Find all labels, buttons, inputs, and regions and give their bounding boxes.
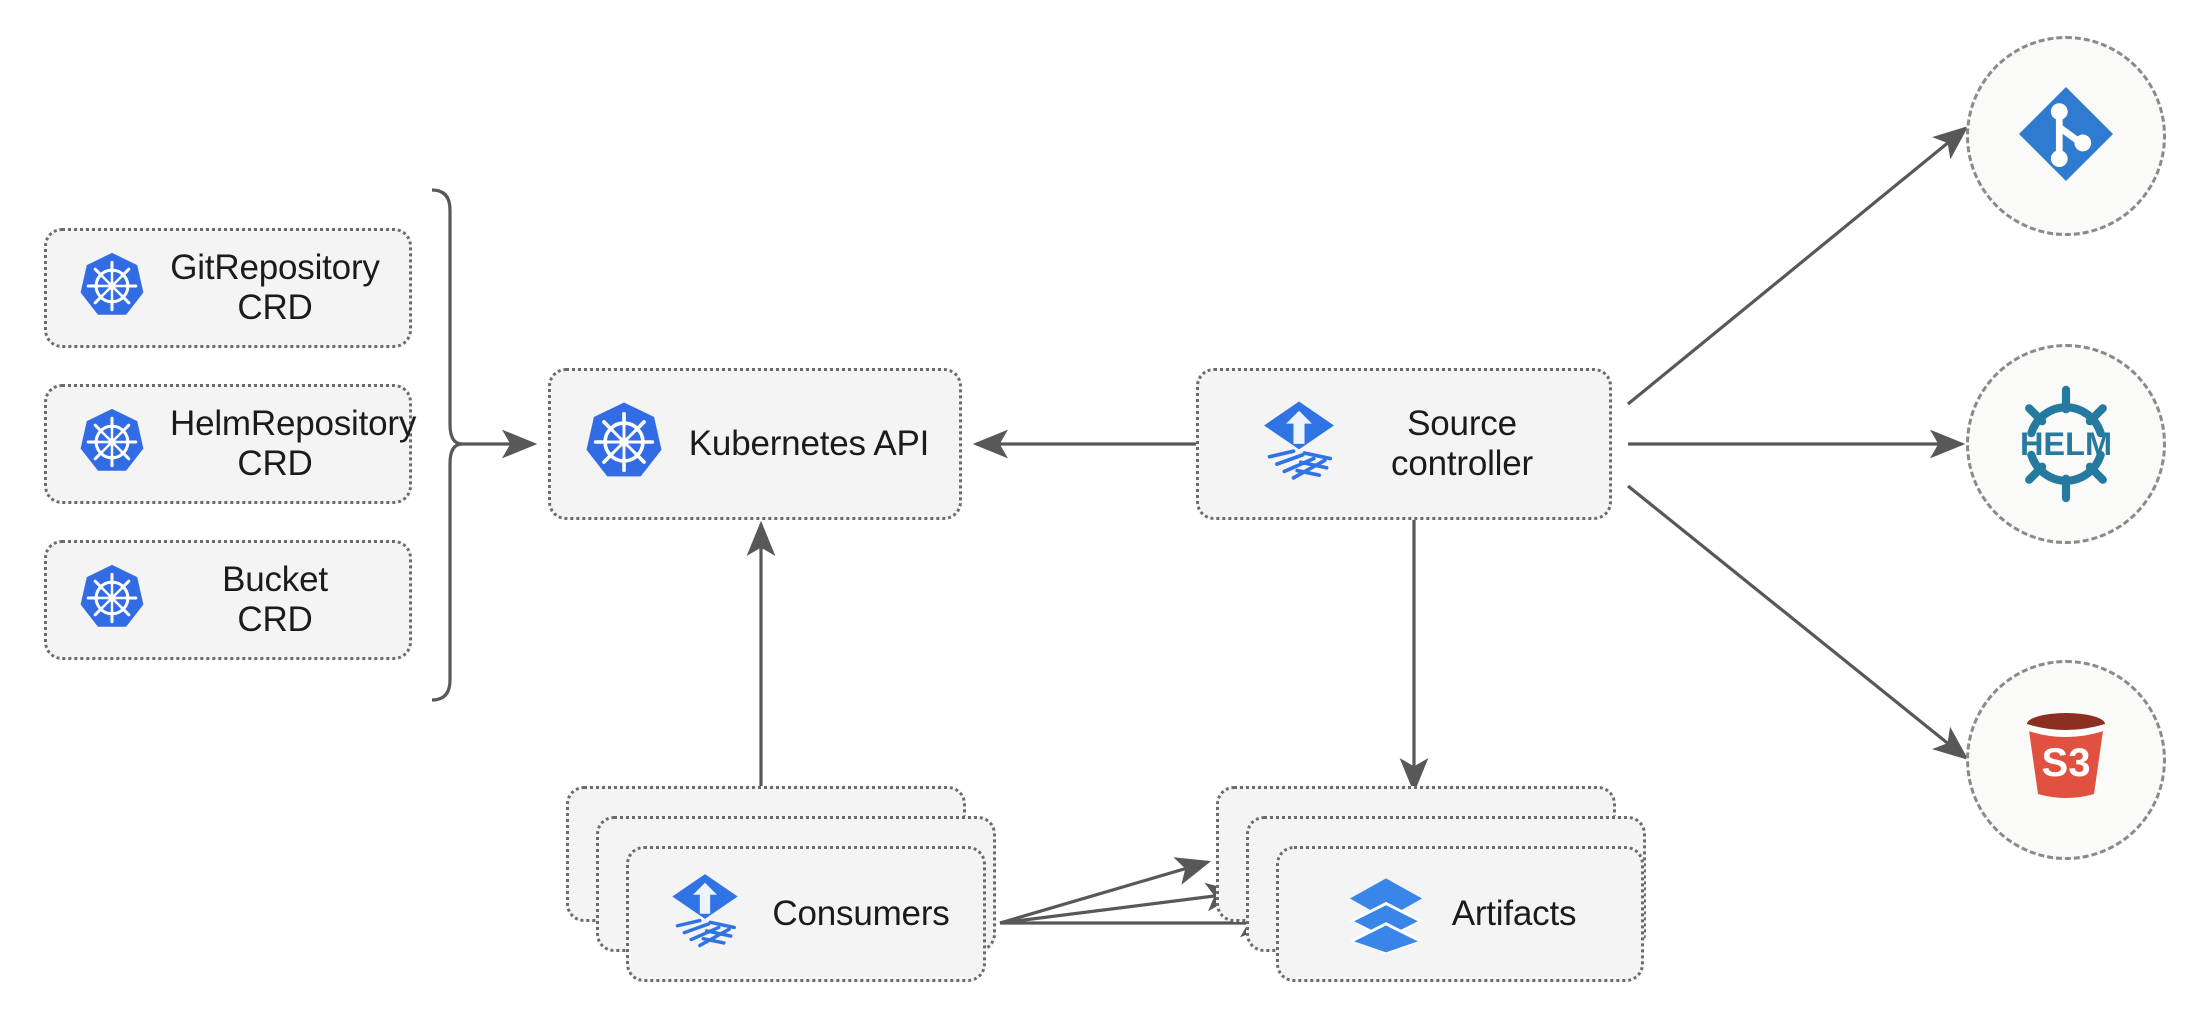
edge-consumers-to-artifacts-2 <box>999 882 1242 925</box>
crd-group-bracket <box>431 188 538 702</box>
kubernetes-icon <box>581 399 667 490</box>
edge-source-to-git <box>1626 125 1969 406</box>
helm-wordmark: HELM <box>2020 426 2112 462</box>
node-label: GitRepository CRD <box>170 248 380 327</box>
node-consumers[interactable]: Consumers <box>626 846 986 982</box>
node-source-controller[interactable]: Source controller <box>1196 368 1612 520</box>
node-label: HelmRepository CRD <box>170 404 417 483</box>
node-label: Artifacts <box>1451 894 1577 934</box>
layers-icon <box>1344 870 1428 959</box>
node-gitrepository-crd[interactable]: GitRepository CRD <box>44 228 412 348</box>
node-bucket-crd[interactable]: Bucket CRD <box>44 540 412 660</box>
kubernetes-icon <box>76 406 148 483</box>
helm-icon: HELM <box>2001 379 2131 509</box>
node-kubernetes-api[interactable]: Kubernetes API <box>548 368 962 520</box>
node-label: Bucket CRD <box>222 560 328 639</box>
node-label: Consumers <box>772 894 950 934</box>
kubernetes-icon <box>76 250 148 327</box>
node-label: Kubernetes API <box>688 424 930 464</box>
external-s3[interactable]: S3 <box>1966 660 2166 860</box>
flux-icon <box>662 869 748 960</box>
node-artifacts[interactable]: Artifacts <box>1276 846 1644 982</box>
node-label: Source controller <box>1391 404 1533 483</box>
s3-bucket-icon: S3 <box>2006 698 2126 823</box>
kubernetes-icon <box>76 562 148 639</box>
edge-source-to-s3 <box>1626 484 1969 761</box>
s3-wordmark: S3 <box>2042 741 2091 785</box>
external-git[interactable] <box>1966 36 2166 236</box>
git-icon <box>2010 78 2122 195</box>
node-helmrepository-crd[interactable]: HelmRepository CRD <box>44 384 417 504</box>
flux-icon <box>1253 396 1345 493</box>
external-helm[interactable]: HELM <box>1966 344 2166 544</box>
edge-consumers-to-artifacts-1 <box>999 857 1212 925</box>
